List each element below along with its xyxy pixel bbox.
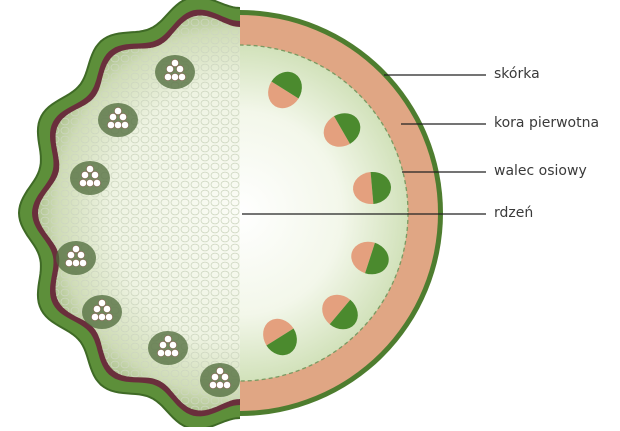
micrograph-vessel xyxy=(91,171,98,178)
micrograph-vessel xyxy=(216,367,223,374)
micrograph-vessel xyxy=(86,179,93,186)
micrograph-vessel xyxy=(107,121,114,128)
micrograph-vessel xyxy=(157,349,164,356)
micrograph-vessel xyxy=(86,165,93,172)
micrograph-vessel xyxy=(114,121,121,128)
label-stele: walec osiowy xyxy=(494,164,587,178)
micrograph-vessel xyxy=(72,259,79,266)
label-pith: rdzeń xyxy=(494,206,533,220)
micrograph-vessel xyxy=(114,107,121,114)
micrograph-vessel xyxy=(105,313,112,320)
micrograph-vessel xyxy=(77,251,84,258)
micrograph-bundle xyxy=(98,103,138,137)
micrograph-vessel xyxy=(121,121,128,128)
micrograph-vessel xyxy=(103,305,110,312)
micrograph-vessel xyxy=(164,349,171,356)
label-cortex: kora pierwotna xyxy=(494,116,599,130)
micrograph-vessel xyxy=(65,259,72,266)
micrograph-bundle xyxy=(200,363,240,397)
micrograph-vessel xyxy=(176,65,183,72)
micrograph-vessel xyxy=(79,259,86,266)
micrograph-bundle xyxy=(56,241,96,275)
micrograph-vessel xyxy=(178,73,185,80)
micrograph-vessel xyxy=(164,73,171,80)
micrograph-vessel xyxy=(93,305,100,312)
micrograph-vessel xyxy=(98,299,105,306)
micrograph-vessel xyxy=(209,381,216,388)
micrograph-vessel xyxy=(81,171,88,178)
micrograph-vessel xyxy=(169,341,176,348)
micrograph-vessel xyxy=(67,251,74,258)
micrograph-vessel xyxy=(166,65,173,72)
micrograph-vessel xyxy=(91,313,98,320)
micrograph-vessel xyxy=(79,179,86,186)
micrograph-bundle xyxy=(82,295,122,329)
micrograph-vessel xyxy=(98,313,105,320)
micrograph-vessel xyxy=(171,349,178,356)
micrograph-vessel xyxy=(171,59,178,66)
micrograph-vessel xyxy=(221,373,228,380)
label-epidermis: skórka xyxy=(494,67,540,81)
micrograph-bundle xyxy=(70,161,110,195)
micrograph-bundle xyxy=(155,55,195,89)
micrograph-vessel xyxy=(223,381,230,388)
micrograph-vessel xyxy=(119,113,126,120)
micrograph-vessel xyxy=(216,381,223,388)
micrograph-vessel xyxy=(159,341,166,348)
micrograph-vessel xyxy=(93,179,100,186)
micrograph-vessel xyxy=(171,73,178,80)
micrograph-vessel xyxy=(211,373,218,380)
micrograph-vessel xyxy=(109,113,116,120)
micrograph-vessel xyxy=(72,245,79,252)
micrograph-vessel xyxy=(164,335,171,342)
micrograph-bundle xyxy=(148,331,188,365)
